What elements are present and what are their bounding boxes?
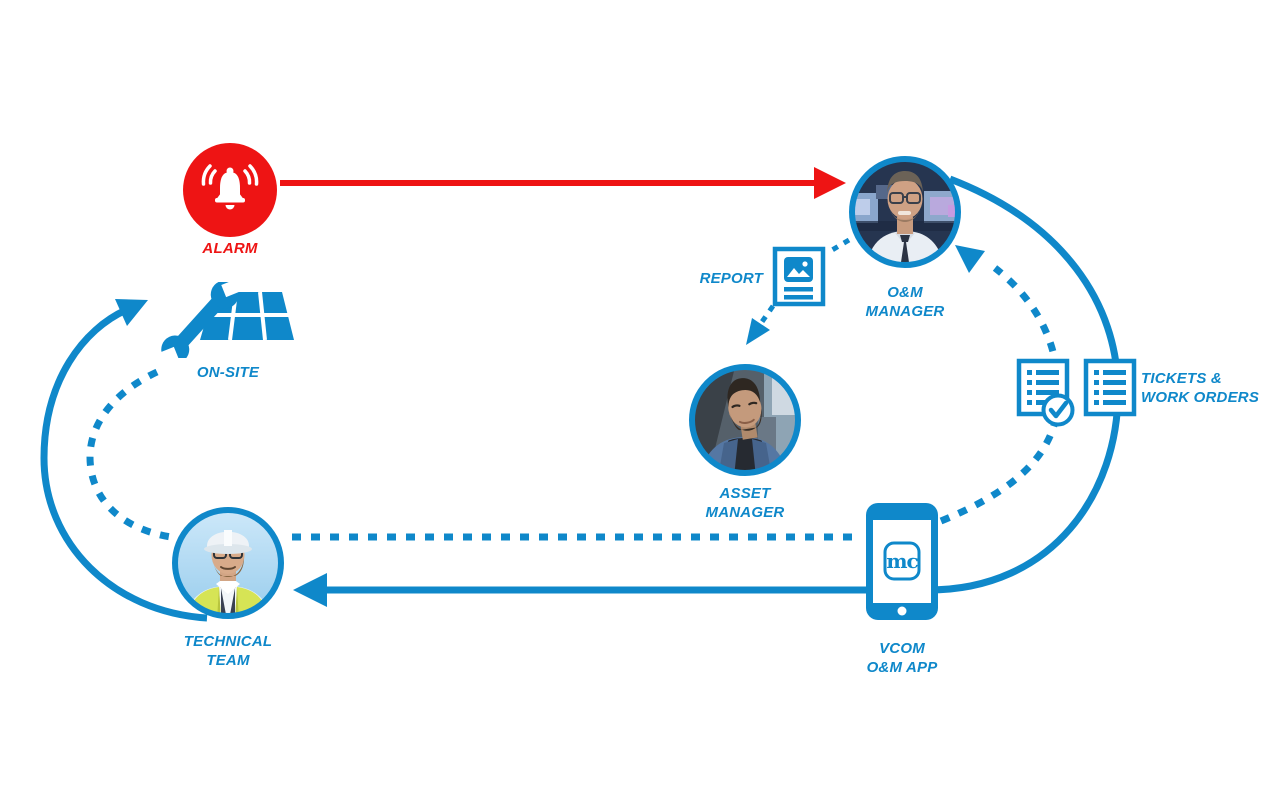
asset-manager-label: ASSET MANAGER [705, 485, 785, 521]
asset-manager-node [688, 363, 802, 477]
on-site-node [157, 278, 298, 366]
mc-logo: mc [886, 549, 918, 573]
checklist-icon [1083, 358, 1137, 417]
edge-vcom-app-to-om-manager [939, 245, 1062, 525]
checklist-check-icon [1016, 358, 1075, 427]
ticket-done-node [1016, 358, 1076, 428]
technical-team-label: TECHNICAL TEAM [183, 633, 273, 669]
om-manager-label: O&M MANAGER [865, 284, 945, 320]
technical-team-node [171, 506, 285, 620]
edge-technical-team-to-on-site [40, 299, 208, 622]
tickets-label: TICKETS & WORK ORDERS [1141, 370, 1260, 406]
smartphone-icon: mc [866, 503, 938, 620]
vcom-app-label: VCOM O&M APP [866, 640, 938, 676]
report-label: REPORT [699, 270, 763, 287]
vcom-app-node: mc [864, 501, 940, 622]
ticket-node [1083, 358, 1137, 418]
report-document-icon [772, 246, 826, 307]
edge-alarm-to-om-manager [280, 167, 846, 199]
asset-manager-photo [689, 364, 801, 476]
wrench-solar-panel-icon [157, 278, 294, 366]
alarm-label: ALARM [202, 240, 258, 257]
edge-om-manager-to-report [825, 237, 851, 256]
report-node [772, 246, 828, 308]
edge-vcom-app-to-technical-team [293, 573, 327, 607]
om-manager-photo [849, 156, 961, 268]
om-manager-node [848, 155, 962, 269]
technical-team-photo [172, 507, 284, 619]
alarm-node [182, 142, 278, 238]
edge-report-to-asset-manager [746, 304, 776, 345]
alarm-bell-icon [183, 143, 277, 237]
edge-on-site-to-technical-team [86, 368, 172, 541]
on-site-label: ON-SITE [196, 364, 260, 381]
